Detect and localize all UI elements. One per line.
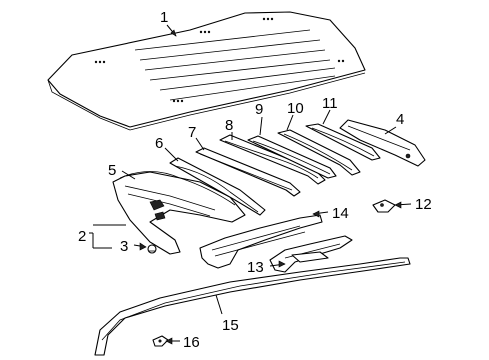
roof-rail-15 (94, 257, 411, 356)
leader-10 (286, 114, 294, 131)
leader-9 (259, 116, 263, 136)
leader-lines (89, 24, 412, 342)
bracket-12 (372, 199, 396, 213)
leader-4 (384, 126, 397, 135)
callout-12: 12 (415, 196, 432, 213)
leader-6 (164, 147, 179, 162)
callout-6: 6 (155, 135, 163, 152)
callout-2: 2 (78, 228, 86, 245)
callout-1: 1 (160, 9, 168, 26)
roof-bow-6 (169, 157, 266, 216)
callout-11: 11 (322, 95, 338, 112)
leader-11 (322, 109, 331, 125)
callout-4: 4 (396, 111, 404, 128)
arrowheads (139, 29, 402, 345)
callout-15: 15 (222, 317, 239, 334)
rear-header (339, 119, 426, 167)
callout-7: 7 (188, 124, 196, 141)
callout-14: 14 (332, 205, 349, 222)
leader-7 (195, 137, 205, 151)
callout-5: 5 (108, 162, 116, 179)
roof-dots (94, 17, 345, 103)
callout-16: 16 (183, 334, 200, 351)
roof-bow-11 (305, 123, 381, 161)
callout-3: 3 (120, 238, 128, 255)
roof-bow-8 (219, 134, 326, 185)
leader-15 (215, 294, 223, 315)
callout-9: 9 (255, 101, 263, 118)
callout-13: 13 (247, 259, 264, 276)
callout-labels: 1 2 3 4 5 6 7 8 9 10 11 12 13 14 15 16 (78, 9, 432, 351)
callout-8: 8 (225, 117, 233, 134)
clip-part-16 (152, 335, 169, 347)
clip-part (147, 244, 157, 254)
leader-5 (121, 170, 136, 180)
side-reinforcement-13 (269, 235, 353, 273)
callout-10: 10 (287, 100, 304, 117)
front-header-bow (112, 171, 246, 255)
roof-panel (47, 11, 366, 131)
side-reinforcement-14 (199, 214, 323, 269)
roof-bow-10 (277, 129, 361, 176)
roof-bow-7 (195, 147, 301, 197)
roof-bow-9 (247, 135, 337, 179)
